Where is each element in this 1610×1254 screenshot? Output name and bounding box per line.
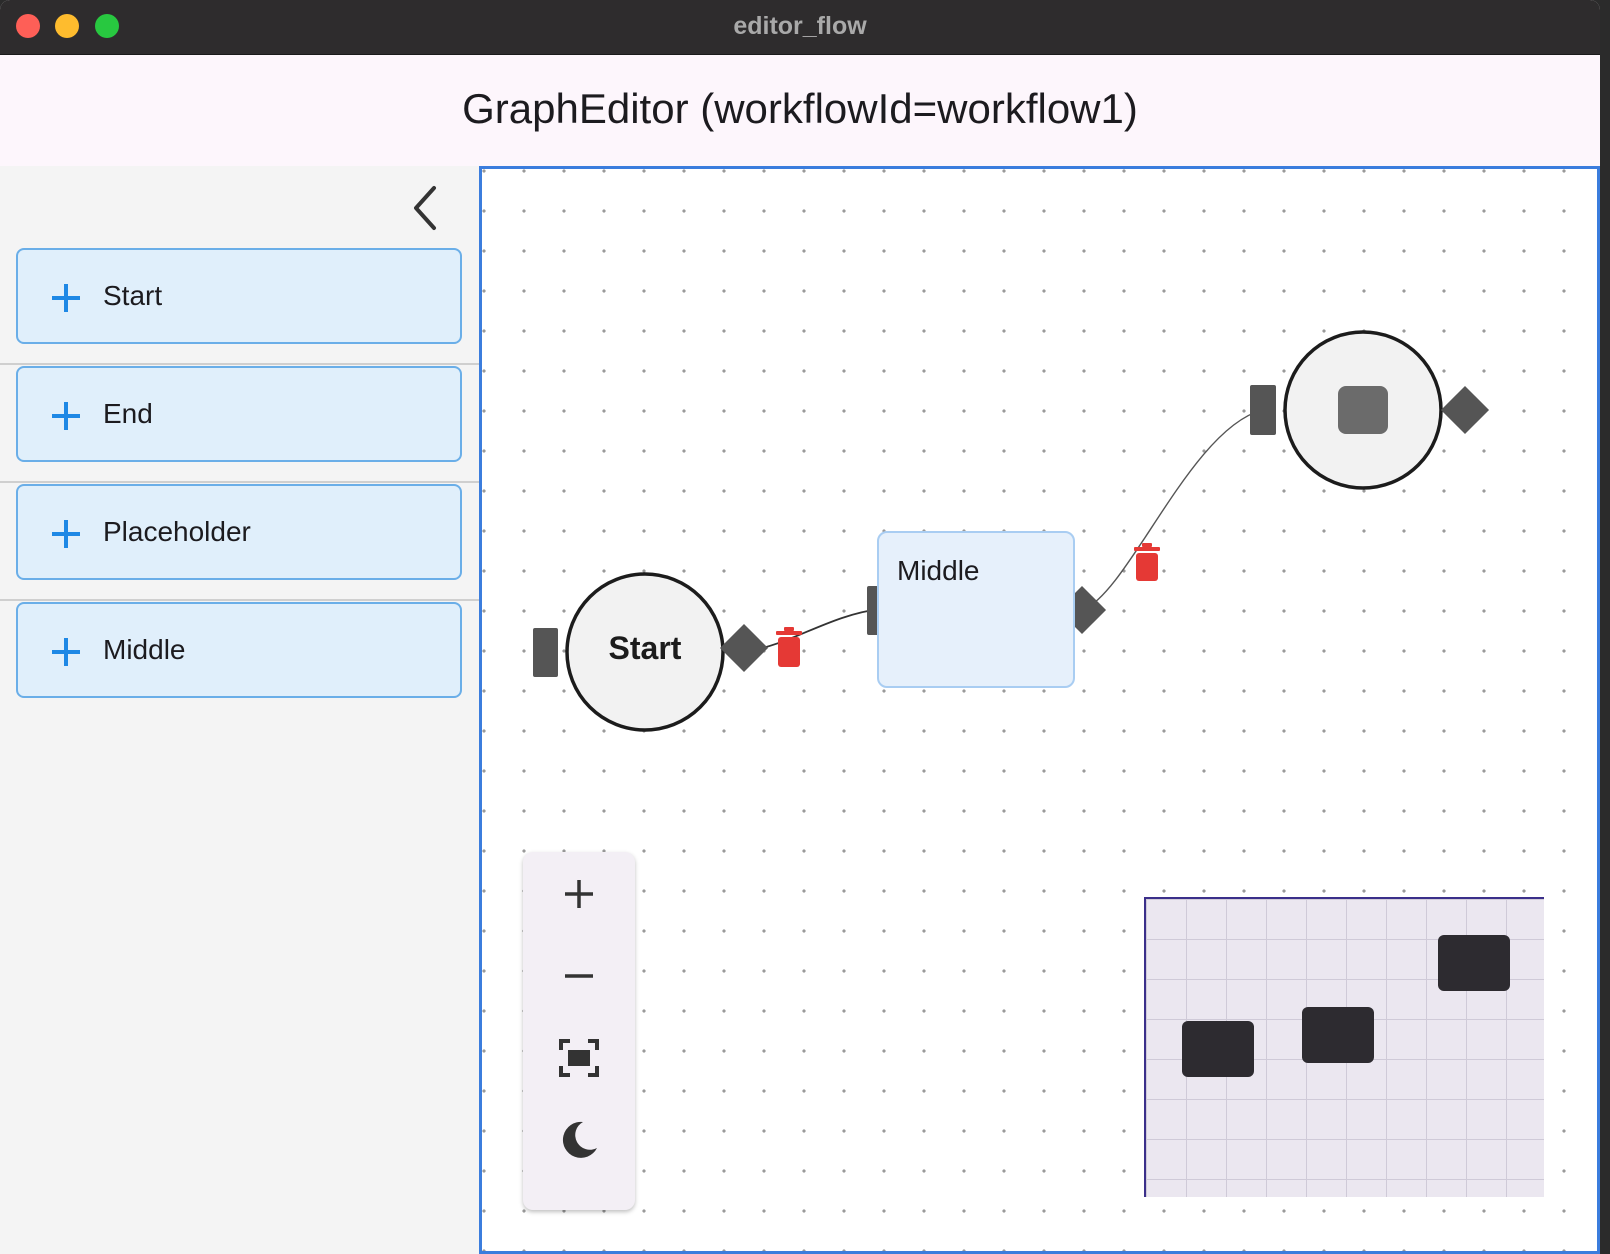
add-start-node-button[interactable]: Start bbox=[16, 248, 462, 344]
collapse-sidebar-button[interactable] bbox=[404, 180, 448, 236]
minimize-window-button[interactable] bbox=[55, 14, 79, 38]
fit-screen-icon bbox=[559, 1039, 599, 1077]
palette-item-label: Start bbox=[103, 280, 163, 311]
plus-icon bbox=[565, 880, 593, 908]
start-node-label: Start bbox=[608, 630, 682, 666]
divider bbox=[0, 363, 480, 365]
zoom-in-button[interactable] bbox=[523, 852, 635, 932]
title-bar: editor_flow bbox=[0, 0, 1600, 55]
maximize-window-button[interactable] bbox=[95, 14, 119, 38]
window-title: editor_flow bbox=[733, 12, 867, 40]
chevron-left-icon bbox=[414, 186, 436, 230]
minus-icon bbox=[565, 974, 593, 978]
page-title: GraphEditor (workflowId=workflow1) bbox=[462, 85, 1138, 132]
minimap[interactable] bbox=[1144, 897, 1544, 1197]
add-placeholder-node-button[interactable]: Placeholder bbox=[16, 484, 462, 580]
close-window-button[interactable] bbox=[16, 14, 40, 38]
palette-item-label: Placeholder bbox=[103, 516, 251, 547]
divider bbox=[0, 599, 480, 601]
fit-view-button[interactable] bbox=[523, 1016, 635, 1096]
plus-icon bbox=[52, 402, 80, 430]
divider bbox=[0, 481, 480, 483]
palette-item-label: End bbox=[103, 398, 153, 429]
minimap-node bbox=[1182, 1021, 1254, 1077]
plus-icon bbox=[52, 638, 80, 666]
app-bar: GraphEditor (workflowId=workflow1) bbox=[0, 55, 1600, 166]
palette-item-label: Middle bbox=[103, 634, 186, 665]
middle-node-label: Middle bbox=[897, 555, 980, 586]
add-end-node-button[interactable]: End bbox=[16, 366, 462, 462]
zoom-out-button[interactable] bbox=[523, 934, 635, 1014]
moon-icon bbox=[562, 1121, 597, 1158]
dark-mode-toggle[interactable] bbox=[523, 1098, 635, 1178]
plus-icon bbox=[52, 284, 80, 312]
plus-icon bbox=[52, 520, 80, 548]
minimap-node bbox=[1302, 1007, 1374, 1063]
minimap-node bbox=[1438, 935, 1510, 991]
canvas-controls bbox=[523, 852, 635, 1210]
background-edge bbox=[1600, 0, 1610, 1254]
node-palette-sidebar: Start End Placeholder Middle bbox=[0, 166, 480, 1254]
add-middle-node-button[interactable]: Middle bbox=[16, 602, 462, 698]
middle-node[interactable]: Middle bbox=[877, 531, 1075, 688]
